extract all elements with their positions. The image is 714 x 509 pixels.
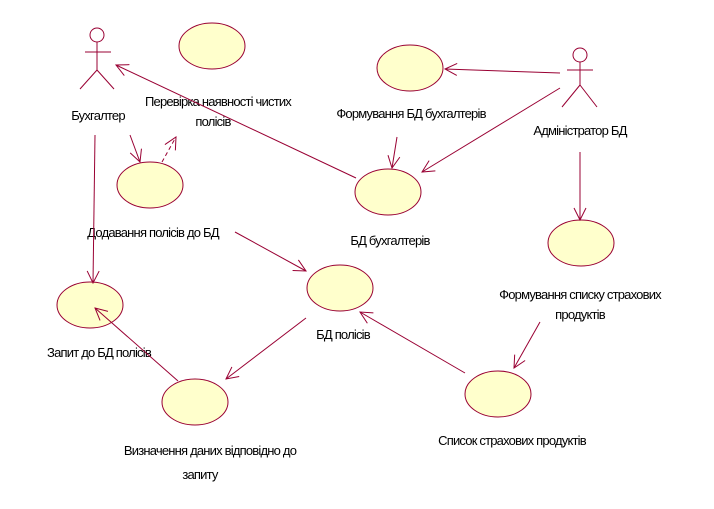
usecase-define-data-label-1: Визначення даних відповідно до	[124, 443, 297, 458]
usecase-form-products-list-label-2: продуктів	[555, 307, 606, 322]
usecase-form-accountants-db[interactable]	[376, 44, 444, 92]
assoc-list-policiesdb	[360, 312, 466, 374]
usecase-check-policies[interactable]	[178, 22, 246, 70]
usecase-policies-query[interactable]	[56, 281, 124, 329]
assoc-form-db-accountantsdb	[392, 136, 397, 168]
assoc-add-policiesdb	[234, 231, 306, 271]
assoc-accountant-add	[129, 134, 140, 162]
usecase-define-data-label-2: запиту	[182, 467, 219, 482]
usecase-accountants-db-label: БД бухгалтерів	[350, 233, 430, 248]
actor-accountant-label: Бухгалтер	[71, 108, 125, 123]
include-add-check	[161, 137, 176, 163]
actor-accountant[interactable]	[79, 27, 115, 90]
usecase-add-policies-label: Додавання полісів до БД	[87, 225, 219, 240]
usecase-add-policies[interactable]	[116, 161, 184, 209]
assoc-policiesdb-define	[226, 317, 307, 379]
usecase-form-products-list-label-1: Формування списку страхових	[499, 287, 662, 302]
assoc-admin-accountantsdb	[422, 87, 561, 172]
assoc-admin-form-db	[445, 69, 561, 73]
usecase-form-products-list[interactable]	[547, 219, 615, 267]
assoc-accountantsdb-accountant	[116, 65, 357, 179]
assoc-define-query	[95, 308, 179, 382]
usecase-policies-db[interactable]	[306, 264, 374, 312]
usecase-accountants-db[interactable]	[354, 168, 422, 216]
usecase-check-policies-label-1: Перевірка наявності чистих	[145, 94, 292, 109]
assoc-form-list-list	[514, 321, 541, 368]
actor-db-admin-label: Адміністратор БД	[533, 123, 627, 138]
usecase-check-policies-label-2: полісів	[195, 114, 231, 129]
usecase-form-accountants-db-label: Формування БД бухгалтерів	[336, 106, 486, 121]
usecase-define-data[interactable]	[161, 378, 229, 426]
usecase-policies-db-label: БД полісів	[316, 327, 371, 342]
usecase-products-list[interactable]	[464, 370, 532, 418]
usecase-policies-query-label: Запит до БД полісів	[47, 345, 152, 360]
actor-db-admin[interactable]	[561, 47, 598, 108]
assoc-accountant-query	[93, 134, 95, 283]
usecase-products-list-label: Список страхових продуктів	[438, 433, 587, 448]
